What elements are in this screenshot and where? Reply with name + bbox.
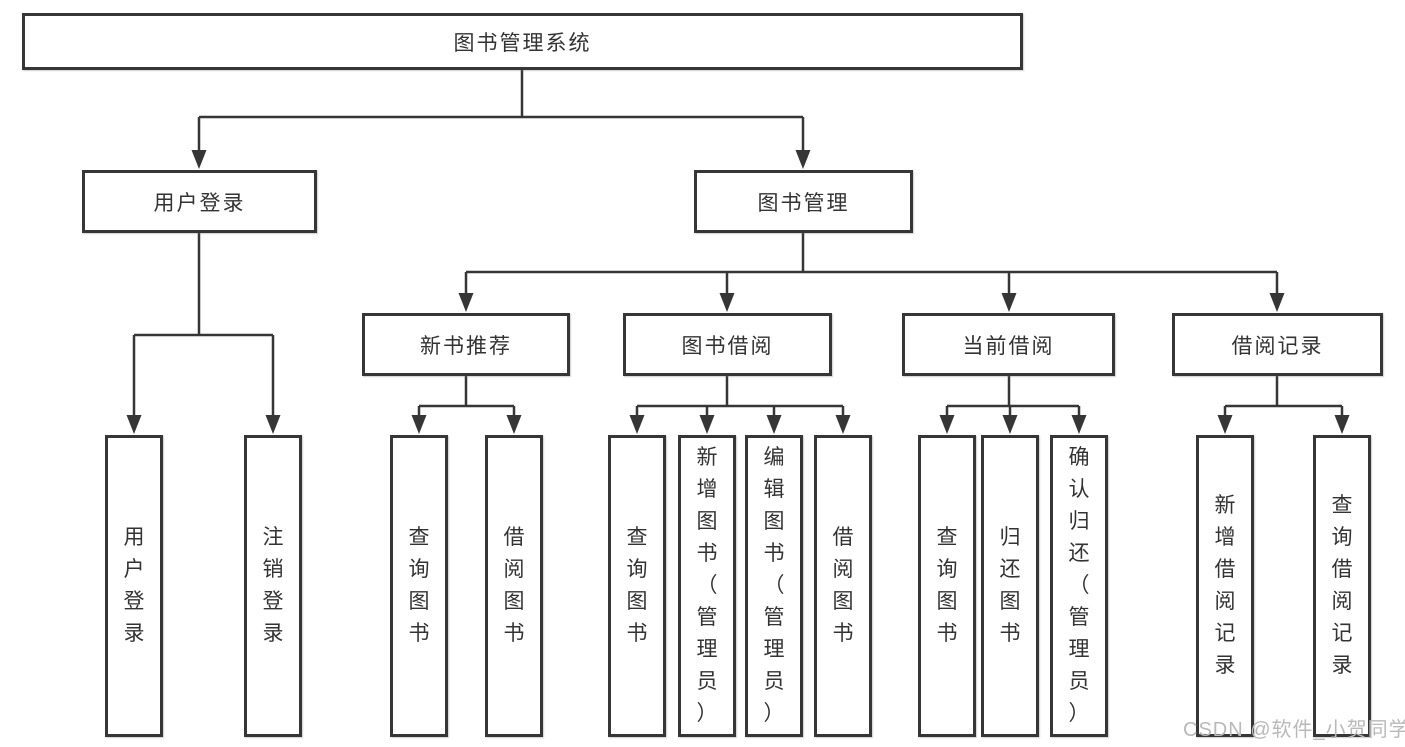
- node-current-borrow-label: 当前借阅: [962, 334, 1055, 358]
- node-book-mgmt-branch: 图书管理: [694, 170, 913, 233]
- leaf-query-borrow-record-label: 查 询 借 阅 记 录: [1331, 494, 1353, 677]
- leaf-user-login-label: 用 户 登 录: [123, 526, 145, 645]
- leaf-query-borrow-record: 查 询 借 阅 记 录: [1313, 435, 1371, 737]
- node-user-login-branch: 用户登录: [82, 170, 317, 233]
- leaf-query-book-2-label: 查 询 图 书: [626, 526, 648, 645]
- leaf-confirm-return-admin-label: 确 认 归 还 （ 管 理 员 ）: [1068, 446, 1090, 725]
- node-current-borrow: 当前借阅: [902, 313, 1115, 376]
- node-user-login-branch-label: 用户登录: [153, 191, 246, 215]
- node-borrow-records: 借阅记录: [1172, 313, 1383, 376]
- leaf-add-borrow-record-label: 新 增 借 阅 记 录: [1214, 494, 1236, 677]
- leaf-logout-label: 注 销 登 录: [262, 526, 284, 645]
- node-new-book-rec: 新书推荐: [362, 313, 570, 376]
- node-book-mgmt-branch-label: 图书管理: [757, 191, 850, 215]
- leaf-edit-book-admin: 编 辑 图 书 （ 管 理 员 ）: [745, 435, 803, 737]
- node-new-book-rec-label: 新书推荐: [420, 334, 512, 358]
- node-root: 图书管理系统: [22, 13, 1023, 70]
- leaf-borrow-book-1-label: 借 阅 图 书: [503, 526, 525, 645]
- leaf-query-book-1: 查 询 图 书: [390, 435, 448, 737]
- leaf-edit-book-admin-label: 编 辑 图 书 （ 管 理 员 ）: [763, 446, 785, 725]
- leaf-return-book-label: 归 还 图 书: [999, 526, 1021, 645]
- leaf-add-book-admin: 新 增 图 书 （ 管 理 员 ）: [678, 435, 736, 737]
- csdn-watermark: CSDN @软件_小贺同学: [1183, 719, 1405, 741]
- leaf-borrow-book-2: 借 阅 图 书: [814, 435, 872, 737]
- leaf-add-borrow-record: 新 增 借 阅 记 录: [1196, 435, 1254, 737]
- leaf-borrow-book-2-label: 借 阅 图 书: [832, 526, 854, 645]
- node-borrow-records-label: 借阅记录: [1231, 334, 1324, 358]
- leaf-query-book-1-label: 查 询 图 书: [408, 526, 430, 645]
- leaf-query-book-3-label: 查 询 图 书: [936, 526, 958, 645]
- leaf-query-book-2: 查 询 图 书: [608, 435, 666, 737]
- leaf-return-book: 归 还 图 书: [981, 435, 1039, 737]
- leaf-user-login: 用 户 登 录: [105, 435, 163, 737]
- leaf-borrow-book-1: 借 阅 图 书: [485, 435, 543, 737]
- node-root-label: 图书管理系统: [453, 31, 592, 55]
- leaf-add-book-admin-label: 新 增 图 书 （ 管 理 员 ）: [696, 446, 718, 725]
- leaf-logout: 注 销 登 录: [244, 435, 302, 737]
- leaf-confirm-return-admin: 确 认 归 还 （ 管 理 员 ）: [1050, 435, 1108, 737]
- node-book-borrow: 图书借阅: [623, 313, 832, 376]
- leaf-query-book-3: 查 询 图 书: [918, 435, 976, 737]
- node-book-borrow-label: 图书借阅: [681, 334, 774, 358]
